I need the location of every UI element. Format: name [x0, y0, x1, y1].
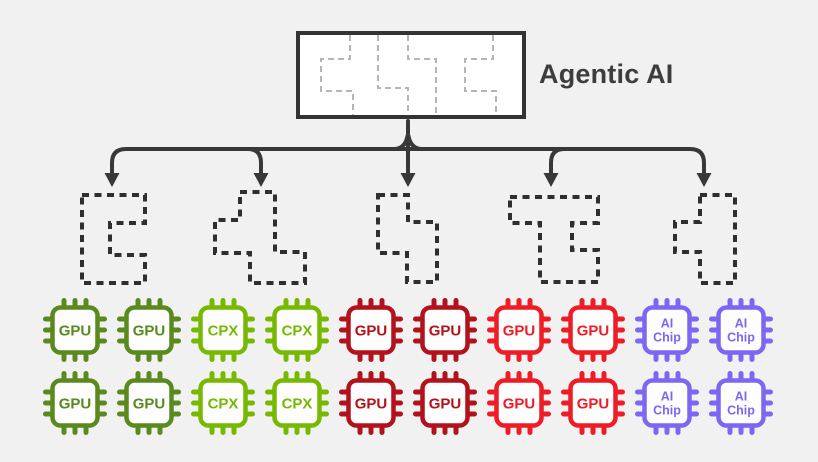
chip-label: GPU — [503, 323, 536, 340]
chip-icon: GPU — [413, 298, 477, 362]
arrow-heads — [104, 173, 712, 187]
chip-gpu: GPU — [560, 297, 626, 363]
chip-icon: GPU — [561, 298, 625, 362]
chip-icon: GPU — [339, 298, 403, 362]
chip-label: CPX — [208, 396, 239, 413]
chip-label: GPU — [59, 323, 92, 340]
chip-label: AI — [735, 317, 748, 331]
chip-icon: CPX — [191, 298, 255, 362]
chip-label: AI — [735, 390, 748, 404]
chip-cpx: CPX — [190, 297, 256, 363]
dashed-puzzle-outline-1 — [80, 193, 147, 285]
chip-gpu: GPU — [412, 297, 478, 363]
chip-gpu: GPU — [42, 370, 108, 436]
chip-label: Chip — [727, 331, 755, 345]
chip-label: GPU — [355, 396, 388, 413]
chip-icon: CPX — [191, 371, 255, 435]
chip-label: AI — [661, 317, 674, 331]
chip-icon: GPU — [117, 371, 181, 435]
dashed-puzzle-outline-2 — [213, 190, 307, 285]
dashed-puzzle-outline-3 — [376, 193, 439, 284]
chip-cpx: CPX — [190, 370, 256, 436]
chip-gpu: GPU — [42, 297, 108, 363]
chip-ai-chip: AI Chip — [708, 297, 774, 363]
chip-cpx: CPX — [264, 370, 330, 436]
chip-label: GPU — [133, 323, 166, 340]
chip-icon: AI Chip — [709, 371, 773, 435]
chip-icon: AI Chip — [635, 371, 699, 435]
chip-gpu: GPU — [338, 297, 404, 363]
chip-icon: GPU — [413, 371, 477, 435]
dashed-puzzle-outline-5 — [673, 193, 737, 285]
arrow-rail — [110, 147, 706, 176]
diagram-title: Agentic AI — [539, 59, 674, 89]
chip-label: Chip — [653, 404, 681, 418]
chip-cpx: CPX — [264, 297, 330, 363]
arrow-branch-4 — [549, 147, 566, 176]
chip-icon: CPX — [265, 298, 329, 362]
chip-icon: AI Chip — [635, 298, 699, 362]
chip-ai-chip: AI Chip — [708, 370, 774, 436]
chip-icon: GPU — [561, 371, 625, 435]
chip-label: GPU — [59, 396, 92, 413]
chip-icon: CPX — [265, 371, 329, 435]
chip-label: GPU — [577, 323, 610, 340]
chip-label: Chip — [727, 404, 755, 418]
chip-icon: GPU — [117, 298, 181, 362]
chip-label: GPU — [429, 396, 462, 413]
chip-ai-chip: AI Chip — [634, 297, 700, 363]
chip-gpu: GPU — [486, 297, 552, 363]
chip-gpu: GPU — [412, 370, 478, 436]
chip-gpu: GPU — [338, 370, 404, 436]
chip-icon: GPU — [43, 371, 107, 435]
chip-label: CPX — [208, 323, 239, 340]
chip-icon: GPU — [43, 298, 107, 362]
arrow-brace-left — [392, 134, 410, 151]
chip-label: AI — [661, 390, 674, 404]
agentic-ai-box — [296, 31, 526, 119]
puzzle-pieces-icon — [320, 35, 497, 115]
chip-gpu: GPU — [560, 370, 626, 436]
chip-gpu: GPU — [116, 297, 182, 363]
arrow-branch-2 — [246, 147, 263, 176]
chip-ai-chip: AI Chip — [634, 370, 700, 436]
chip-icon: AI Chip — [709, 298, 773, 362]
chip-label: GPU — [355, 323, 388, 340]
chip-label: GPU — [429, 323, 462, 340]
chip-icon: GPU — [339, 371, 403, 435]
arrow-brace-right — [406, 134, 424, 151]
chip-label: CPX — [282, 323, 313, 340]
chip-icon: GPU — [487, 298, 551, 362]
chip-label: CPX — [282, 396, 313, 413]
chip-label: Chip — [653, 331, 681, 345]
chip-label: GPU — [577, 396, 610, 413]
chip-gpu: GPU — [486, 370, 552, 436]
chip-label: GPU — [133, 396, 166, 413]
chip-icon: GPU — [487, 371, 551, 435]
dashed-puzzle-outline-4 — [508, 195, 600, 284]
chip-label: GPU — [503, 396, 536, 413]
chip-gpu: GPU — [116, 370, 182, 436]
